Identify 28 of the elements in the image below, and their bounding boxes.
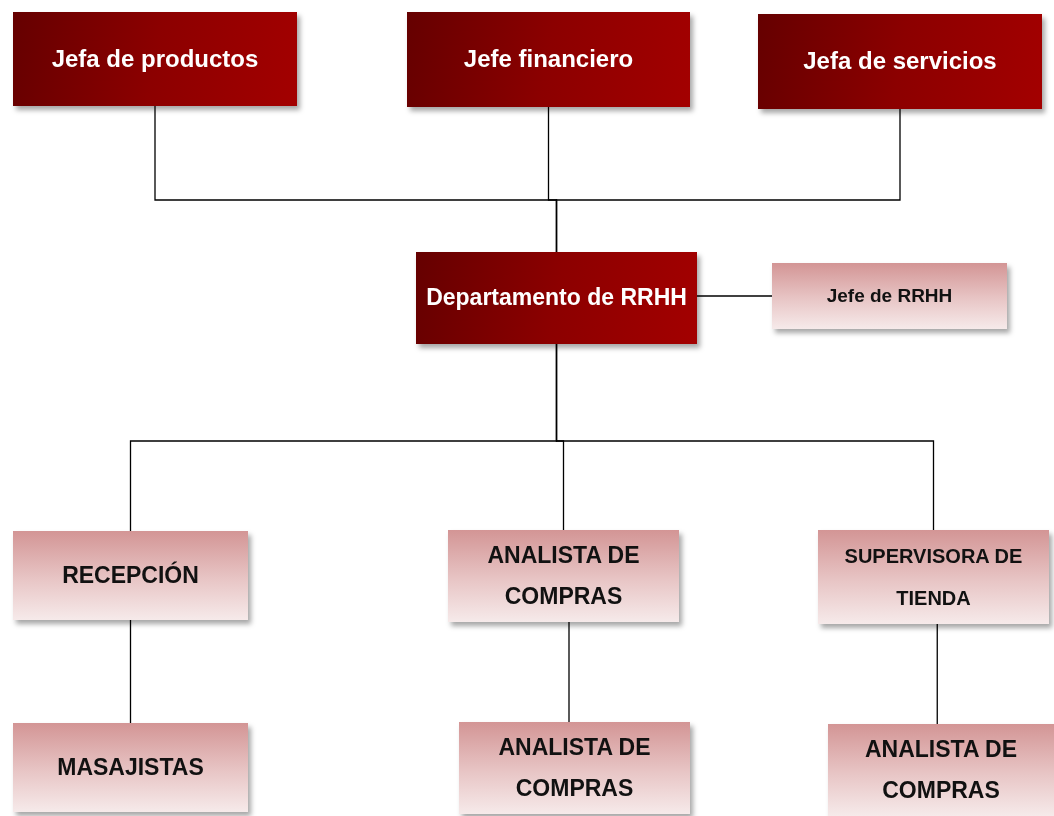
node-label: Jefa de servicios	[803, 47, 997, 76]
node-label: Jefe financiero	[463, 45, 634, 74]
connector-line	[568, 621, 570, 723]
role-box	[13, 531, 248, 620]
node-label: ANALISTA DE COMPRAS	[486, 540, 641, 611]
position-box	[758, 14, 1042, 109]
role-box	[818, 530, 1049, 624]
role-box	[448, 530, 679, 622]
connector-line	[555, 108, 901, 253]
node-label: Departamento de RRHH	[426, 283, 687, 313]
node-label: ANALISTA DE COMPRAS	[497, 732, 652, 803]
connector-line	[696, 295, 773, 297]
position-box	[407, 12, 690, 107]
role-box	[13, 723, 248, 812]
node-label: RECEPCIÓN	[62, 561, 199, 590]
node-label: Jefa de productos	[51, 44, 259, 74]
role-box	[459, 722, 690, 814]
node-label: ANALISTA DE COMPRAS	[863, 734, 1019, 805]
node-label: SUPERVISORA DE TIENDA	[843, 544, 1024, 611]
node-label: Jefe de RRHH	[826, 284, 953, 308]
connector-line	[936, 623, 938, 725]
position-box	[416, 252, 697, 344]
role-box	[828, 724, 1054, 816]
role-box	[772, 263, 1007, 329]
position-box	[13, 12, 297, 106]
connector-line	[129, 619, 132, 724]
connector-line	[555, 343, 935, 531]
node-label: MASAJISTAS	[57, 753, 204, 782]
